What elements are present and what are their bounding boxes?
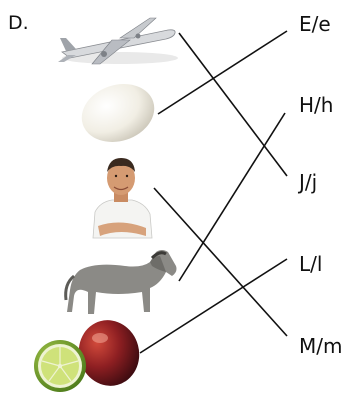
match-line-lime-l xyxy=(139,258,288,354)
man-picture xyxy=(92,158,153,239)
letter-e: E/e xyxy=(299,12,331,36)
letter-h: H/h xyxy=(299,93,334,117)
match-line-man-m xyxy=(153,187,288,337)
matching-lines xyxy=(139,30,288,354)
match-line-egg-e xyxy=(157,30,288,115)
match-line-horse-h xyxy=(178,112,286,282)
egg-picture xyxy=(81,84,155,142)
section-label: D. xyxy=(8,12,29,34)
letter-j: J/j xyxy=(299,170,318,194)
letter-l: L/l xyxy=(299,252,323,276)
lime-picture xyxy=(34,320,140,392)
match-line-airplane-j xyxy=(178,32,288,177)
airplane-picture xyxy=(58,17,178,65)
letter-m: M/m xyxy=(299,334,343,358)
horse-picture xyxy=(64,250,177,314)
